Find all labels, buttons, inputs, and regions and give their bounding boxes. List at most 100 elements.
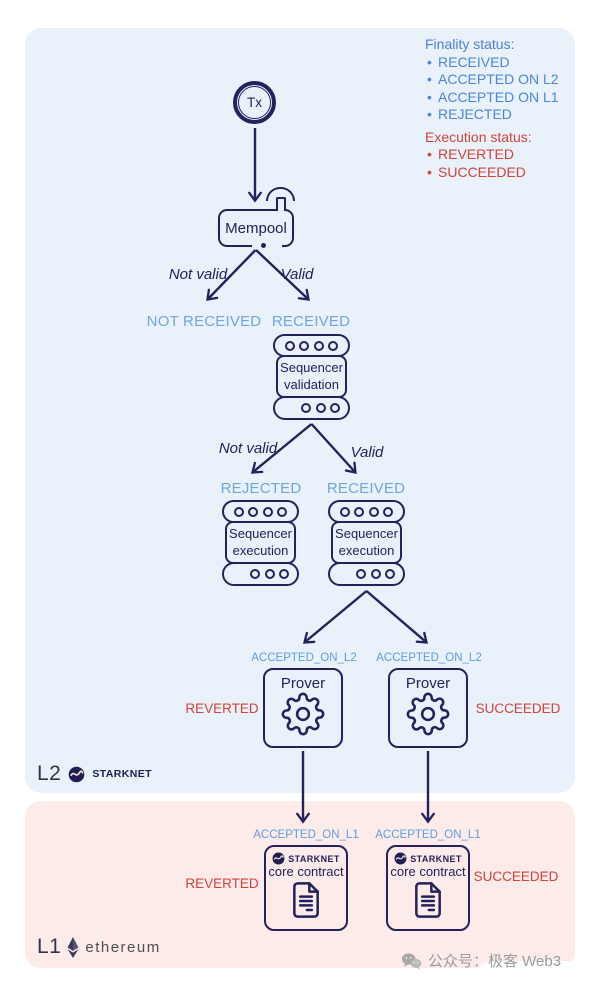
execution-item: SUCCEEDED	[425, 164, 595, 182]
execution-right-server-bottom-icon	[328, 562, 405, 586]
l1-label: L1	[37, 935, 62, 958]
mempool-label: Mempool	[225, 219, 287, 237]
starknet-logo-icon	[272, 852, 285, 865]
l2-label: L2	[37, 762, 62, 785]
l1-footer: L1 ethereum	[37, 935, 161, 959]
dot-icon	[313, 340, 324, 351]
dot-icon	[315, 403, 326, 413]
mempool-node: Mempool	[218, 209, 294, 247]
sequencer-execution-line2: execution	[338, 542, 395, 558]
sequencer-execution-line1: Sequencer	[229, 526, 292, 541]
dot-icon	[250, 569, 260, 579]
watermark: 公众号：极客 Web3	[401, 950, 561, 971]
starknet-brand-label: STARKNET	[288, 853, 340, 864]
core-contract-node-right: STARKNET core contract	[386, 845, 470, 931]
status-rejected: REJECTED	[220, 480, 302, 497]
finality-item: ACCEPTED ON L1	[425, 89, 595, 107]
sequencer-execution-left-node: Sequencer execution	[225, 521, 296, 564]
mempool-border-gap	[252, 244, 282, 248]
starknet-logo-icon	[69, 766, 85, 782]
starknet-brand-row: STARKNET	[394, 852, 462, 865]
dot-icon	[299, 340, 310, 351]
dot-icon	[279, 569, 289, 579]
dot-icon	[248, 506, 259, 517]
execution-item: REVERTED	[425, 146, 595, 164]
status-accepted-on-l2-left: ACCEPTED_ON_L2	[251, 652, 357, 664]
prover-node-left: Prover	[263, 668, 343, 748]
dot-icon	[264, 569, 275, 579]
execution-status-title: Execution status:	[425, 128, 532, 145]
server-dots	[224, 564, 297, 584]
prover-label: Prover	[280, 675, 326, 692]
mempool-dot-icon	[261, 243, 266, 248]
ethereum-logo-icon	[67, 936, 79, 958]
server-dots	[224, 502, 297, 521]
l2-footer: L2 STARKNET	[37, 762, 152, 786]
dot-icon	[368, 506, 379, 517]
tx-node: Tx	[233, 81, 276, 124]
branch1-not-valid-label: Not valid	[168, 266, 228, 283]
ethereum-brand-label: ethereum	[85, 938, 161, 956]
dot-icon	[330, 403, 340, 413]
dot-icon	[284, 340, 295, 351]
mempool-antenna-icon	[276, 197, 286, 211]
execution-right-server-top-icon	[328, 500, 405, 523]
finality-status-title: Finality status:	[425, 36, 515, 52]
dot-icon	[383, 506, 394, 517]
dot-icon	[356, 569, 366, 579]
tx-label: Tx	[247, 95, 262, 110]
dot-icon	[262, 506, 273, 517]
core-contract-label: core contract	[268, 864, 344, 879]
execution-status-list: REVERTED SUCCEEDED	[425, 146, 595, 181]
branch1-valid-label: Valid	[280, 266, 314, 283]
dot-icon	[233, 506, 244, 517]
sequencer-validation-line1: Sequencer	[280, 360, 343, 375]
server-dots	[330, 502, 403, 521]
dot-icon	[301, 403, 311, 413]
starknet-brand-row: STARKNET	[272, 852, 340, 865]
execution-left-server-bottom-icon	[222, 562, 299, 586]
status-received-2: RECEIVED	[326, 480, 406, 497]
dot-icon	[370, 569, 381, 579]
finality-item: ACCEPTED ON L2	[425, 71, 595, 89]
status-accepted-on-l1-right: ACCEPTED_ON_L1	[375, 829, 481, 841]
finality-item: RECEIVED	[425, 54, 595, 72]
starknet-logo-icon	[394, 852, 407, 865]
core-contract-label: core contract	[390, 864, 466, 879]
execution-left-server-top-icon	[222, 500, 299, 523]
gear-icon	[281, 692, 325, 736]
branch2-not-valid-label: Not valid	[218, 440, 278, 457]
dot-icon	[385, 569, 395, 579]
status-accepted-on-l2-right: ACCEPTED_ON_L2	[376, 652, 482, 664]
status-legend: Finality status: RECEIVED ACCEPTED ON L2…	[425, 36, 595, 181]
sequencer-validation-line2: validation	[284, 376, 339, 392]
status-reverted-prover: REVERTED	[185, 701, 259, 716]
starknet-brand-label: STARKNET	[410, 853, 462, 864]
server-dots	[275, 336, 348, 355]
finality-status-list: RECEIVED ACCEPTED ON L2 ACCEPTED ON L1 R…	[425, 54, 595, 124]
dot-icon	[277, 506, 288, 517]
document-icon	[293, 882, 319, 918]
starknet-brand-label: STARKNET	[92, 768, 152, 780]
sequencer-execution-right-node: Sequencer execution	[331, 521, 402, 564]
prover-node-right: Prover	[388, 668, 468, 748]
branch2-valid-label: Valid	[350, 444, 384, 461]
sequencer-execution-line1: Sequencer	[335, 526, 398, 541]
finality-item: REJECTED	[425, 106, 595, 124]
watermark-card	[477, 961, 600, 992]
status-not-received: NOT RECEIVED	[146, 313, 262, 330]
status-succeeded-prover: SUCCEEDED	[475, 701, 561, 716]
document-icon	[415, 882, 441, 918]
server-dots	[330, 564, 403, 584]
prover-label: Prover	[405, 675, 451, 692]
wechat-icon	[401, 952, 422, 970]
server-dots	[275, 398, 348, 418]
gear-icon	[406, 692, 450, 736]
status-received-1: RECEIVED	[271, 313, 351, 330]
dot-icon	[354, 506, 365, 517]
validation-server-bottom-icon	[273, 396, 350, 420]
validation-server-top-icon	[273, 334, 350, 357]
sequencer-validation-node: Sequencer validation	[276, 355, 347, 398]
dot-icon	[328, 340, 339, 351]
